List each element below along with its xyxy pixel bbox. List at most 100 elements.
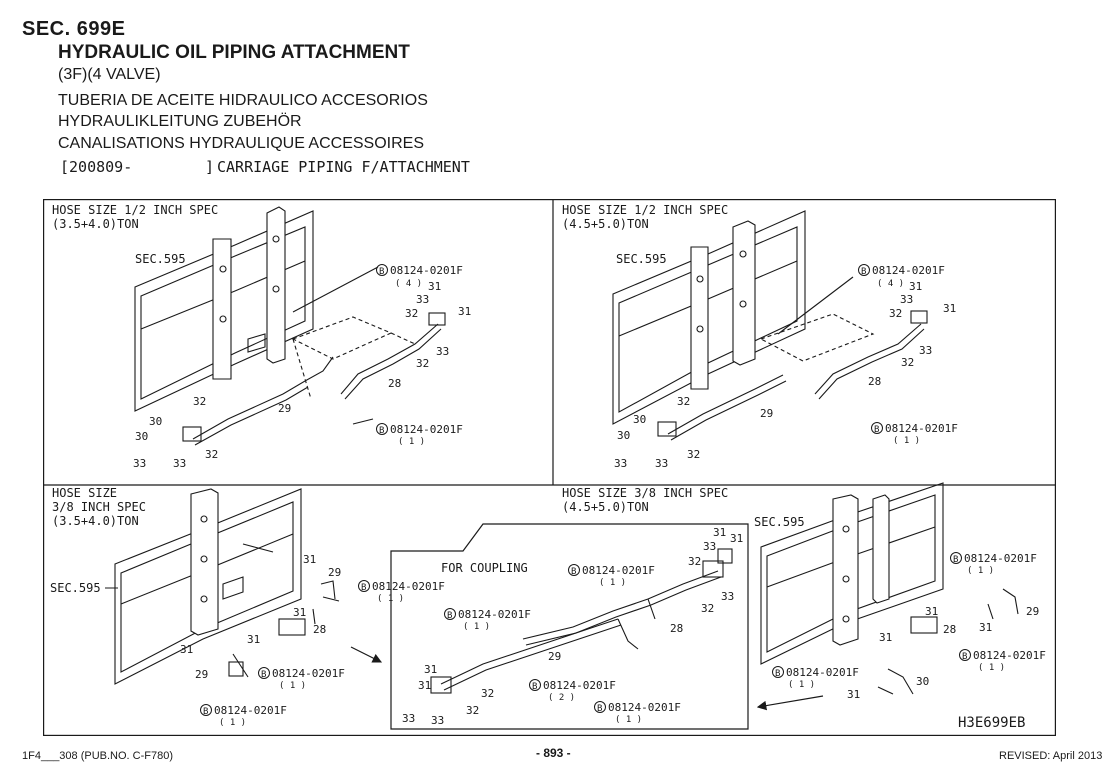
- quadrant-1: [134, 206, 446, 446]
- coupling-bolt-b: 08124-0201F: [458, 608, 531, 621]
- page-number: - 893 -: [536, 746, 571, 760]
- part-number: 33: [436, 345, 449, 358]
- bolt-marker-icon: [568, 564, 580, 576]
- part-number: 31: [847, 688, 860, 701]
- fittings-q4: [877, 588, 1019, 695]
- hose-assembly-q2: [657, 276, 928, 441]
- bolt-marker-icon: [444, 608, 456, 620]
- arrow-to-detail: [756, 695, 824, 711]
- part-number: 33: [703, 540, 716, 553]
- part-number: 31: [293, 606, 306, 619]
- bolt-marker-label: B: [532, 682, 537, 692]
- arrow-to-detail: [350, 646, 383, 663]
- part-number: 31: [909, 280, 922, 293]
- diagram-border: [43, 199, 1056, 736]
- bolt-marker-icon: [871, 422, 883, 434]
- bolt-marker-icon: [772, 666, 784, 678]
- bolt-marker-icon: [858, 264, 870, 276]
- serial-range-start: [200809-: [60, 158, 133, 176]
- q2-bolt-top-qty: ( 4 ): [877, 279, 904, 289]
- coupling-bolt-d: 08124-0201F: [608, 701, 681, 714]
- parts-diagram: HOSE SIZE 1/2 INCH SPEC (3.5+4.0)TON SEC…: [43, 199, 1056, 736]
- part-number: 32: [416, 357, 429, 370]
- part-number: 31: [979, 621, 992, 634]
- part-number: 31: [943, 302, 956, 315]
- parts-description: CARRIAGE PIPING F/ATTACHMENT: [217, 158, 470, 176]
- coupling-detail: [430, 548, 733, 694]
- revision-date: REVISED: April 2013: [999, 750, 1103, 762]
- bolt-marker-icon: [950, 552, 962, 564]
- q1-bolt-top: 08124-0201F: [390, 264, 463, 277]
- part-number: 32: [481, 687, 494, 700]
- fork-carriage-q2: [612, 210, 806, 425]
- part-number: 28: [943, 623, 956, 636]
- part-number: 31: [303, 553, 316, 566]
- bolt-marker-label: B: [571, 567, 576, 577]
- part-number: 33: [416, 293, 429, 306]
- q1-caption-line1: HOSE SIZE 1/2 INCH SPEC: [52, 203, 218, 217]
- part-number: 33: [402, 712, 415, 725]
- page-title: HYDRAULIC OIL PIPING ATTACHMENT: [58, 42, 410, 63]
- bolt-marker-icon: [529, 679, 541, 691]
- hose-assembly-q1: [182, 266, 446, 446]
- part-number: 31: [418, 679, 431, 692]
- q3-bolt-b-qty: ( 1 ): [279, 681, 306, 691]
- q4-bolt-b: 08124-0201F: [973, 649, 1046, 662]
- part-number: 28: [670, 622, 683, 635]
- variant-label: (3F)(4 VALVE): [58, 66, 161, 83]
- q4-bolt-a-qty: ( 1 ): [967, 566, 994, 576]
- diagram-panel: HOSE SIZE 1/2 INCH SPEC (3.5+4.0)TON SEC…: [43, 199, 1056, 736]
- part-number: 31: [428, 280, 441, 293]
- q3-caption-line3: (3.5+4.0)TON: [52, 514, 139, 528]
- coupling-bolt-c: 08124-0201F: [543, 679, 616, 692]
- part-number: 30: [633, 413, 646, 426]
- bolt-marker-icon: [200, 704, 212, 716]
- bolt-marker-icon: [358, 580, 370, 592]
- part-number: 33: [919, 344, 932, 357]
- part-number: 29: [328, 566, 341, 579]
- part-number: 32: [193, 395, 206, 408]
- q3-bolt-a: 08124-0201F: [372, 580, 445, 593]
- title-german: HYDRAULIKLEITUNG ZUBEHÖR: [58, 113, 302, 130]
- title-french: CANALISATIONS HYDRAULIQUE ACCESSOIRES: [58, 135, 425, 152]
- part-number: 33: [133, 457, 146, 470]
- part-number: 32: [466, 704, 479, 717]
- fittings-q3: [228, 543, 340, 678]
- q3-caption-line2: 3/8 INCH SPEC: [52, 500, 146, 514]
- bolt-marker-label: B: [861, 267, 866, 277]
- q4-caption-line2: (4.5+5.0)TON: [562, 500, 649, 514]
- drawing-code: H3E699EB: [958, 715, 1025, 731]
- q4-caption-line1: HOSE SIZE 3/8 INCH SPEC: [562, 486, 728, 500]
- part-number: 29: [760, 407, 773, 420]
- bolt-marker-icon: [594, 701, 606, 713]
- coupling-bolt-b-qty: ( 1 ): [463, 622, 490, 632]
- q3-caption-line1: HOSE SIZE: [52, 486, 117, 500]
- part-number: 31: [730, 532, 743, 545]
- part-number: 32: [205, 448, 218, 461]
- part-number: 32: [687, 448, 700, 461]
- serial-range-end: ]: [205, 158, 215, 176]
- part-number: 33: [614, 457, 627, 470]
- part-number: 32: [677, 395, 690, 408]
- part-number: 30: [135, 430, 148, 443]
- q2-bolt-bottom-qty: ( 1 ): [893, 436, 920, 446]
- coupling-label: FOR COUPLING: [441, 561, 528, 575]
- bolt-marker-icon: [376, 264, 388, 276]
- part-number: 33: [173, 457, 186, 470]
- q2-bolt-bottom: 08124-0201F: [885, 422, 958, 435]
- bolt-marker-label: B: [962, 652, 967, 662]
- coupling-bolt-a: 08124-0201F: [582, 564, 655, 577]
- q3-bolt-a-qty: ( 1 ): [377, 594, 404, 604]
- part-number: 33: [655, 457, 668, 470]
- q2-sec-ref: SEC.595: [616, 252, 667, 266]
- part-number: 31: [424, 663, 437, 676]
- part-number: 32: [688, 555, 701, 568]
- part-number: 32: [701, 602, 714, 615]
- part-number: 31: [458, 305, 471, 318]
- part-number: 31: [180, 643, 193, 656]
- coupling-bolt-a-qty: ( 1 ): [599, 578, 626, 588]
- bolt-marker-icon: [258, 667, 270, 679]
- part-number: 32: [405, 307, 418, 320]
- quadrant-2: [612, 210, 928, 441]
- part-number: 30: [916, 675, 929, 688]
